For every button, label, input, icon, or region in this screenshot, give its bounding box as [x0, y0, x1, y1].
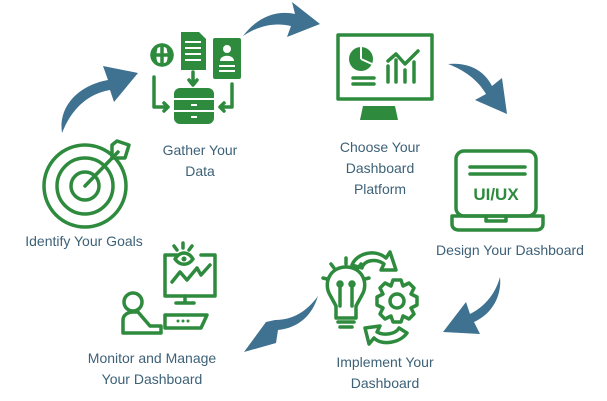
- label-line: Identify Your Goals: [25, 233, 143, 249]
- arrow-design-to-implement: [443, 277, 501, 334]
- label-line: Design Your Dashboard: [436, 242, 584, 258]
- arrow-data-to-platform: [243, 2, 320, 37]
- laptop-uiux-icon: UI/UX: [450, 149, 545, 232]
- step-label-gather-data: Gather Your Data: [140, 140, 260, 182]
- arrow-implement-to-monitor: [244, 296, 318, 352]
- label-line: Your Dashboard: [101, 371, 203, 387]
- label-line: Choose Your: [339, 139, 421, 155]
- person-monitor-icon: [121, 241, 217, 335]
- step-label-design-dashboard: Design Your Dashboard: [420, 240, 600, 261]
- label-line: Platform: [353, 181, 407, 197]
- monitor-chart-icon: [336, 33, 434, 120]
- step-label-identify-goals: Identify Your Goals: [14, 231, 154, 252]
- step-label-monitor-manage: Monitor and Manage Your Dashboard: [72, 348, 232, 390]
- step-label-choose-platform: Choose Your Dashboard Platform: [320, 137, 440, 200]
- label-line: Gather Your: [162, 142, 238, 158]
- arrow-platform-to-design: [448, 63, 507, 114]
- label-line: Data: [185, 163, 215, 179]
- lightbulb-gear-icon: [321, 250, 419, 346]
- label-line: Dashboard: [350, 375, 420, 391]
- label-line: Dashboard: [345, 160, 415, 176]
- database-sources-icon: [150, 32, 241, 124]
- arrow-goals-to-data: [61, 66, 138, 133]
- step-label-implement-dashboard: Implement Your Dashboard: [315, 352, 455, 394]
- label-line: Monitor and Manage: [87, 350, 217, 366]
- label-line: Implement Your: [336, 354, 434, 370]
- uiux-text: UI/UX: [473, 185, 519, 204]
- target-icon: [42, 139, 131, 229]
